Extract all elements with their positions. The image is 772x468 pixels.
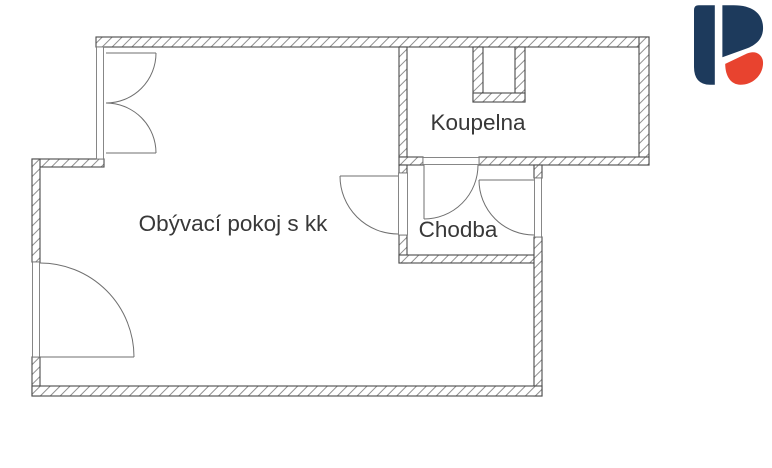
door-frame-living-hallway <box>398 172 408 236</box>
door-threshold-bathroom <box>422 157 480 165</box>
wall-right-lower <box>533 236 543 397</box>
room-label-bathroom: Koupelna <box>430 110 526 135</box>
door-entrance <box>478 179 535 236</box>
window-frame-upper-left <box>96 46 104 160</box>
shaft-wall-bottom <box>472 92 526 103</box>
room-label-living-room: Obývací pokoj s kk <box>139 211 329 236</box>
door-swing-arc <box>478 179 535 236</box>
wall-bathroom-left <box>398 46 408 158</box>
logo-bowl <box>722 5 764 58</box>
wall-bottom <box>31 385 543 397</box>
wall-bathroom-bottom-right <box>478 156 650 166</box>
wall-top <box>95 36 650 48</box>
room-label-hallway: Chodba <box>419 217 498 242</box>
doors <box>39 52 535 358</box>
french-window-bottom-left <box>39 262 135 358</box>
wall-left-upper <box>31 158 41 263</box>
wall-right-upper <box>638 36 650 166</box>
double-door-top-left <box>105 52 157 154</box>
walls <box>31 36 650 397</box>
brand-logo <box>694 5 764 85</box>
door-swing-arc <box>105 102 157 154</box>
wall-hallway-bottom <box>398 254 543 264</box>
door-swing-arc <box>339 175 399 235</box>
door-swing-arc <box>423 164 479 220</box>
wall-bathroom-bottom-left <box>398 156 424 166</box>
door-swing-arc <box>39 262 135 358</box>
openings <box>32 46 542 358</box>
door-bathroom <box>423 164 479 220</box>
logo-stem <box>694 5 715 85</box>
door-living-to-hallway <box>339 175 399 235</box>
door-swing-arc <box>105 52 157 104</box>
wall-hallway-left-top <box>398 164 408 174</box>
logo-leg <box>725 52 764 85</box>
wall-entry-right-top <box>533 164 543 179</box>
r-logo-icon <box>694 5 764 85</box>
window-frame-lower-left <box>32 261 40 358</box>
wall-step-left <box>31 158 105 168</box>
door-frame-entrance <box>534 177 542 238</box>
